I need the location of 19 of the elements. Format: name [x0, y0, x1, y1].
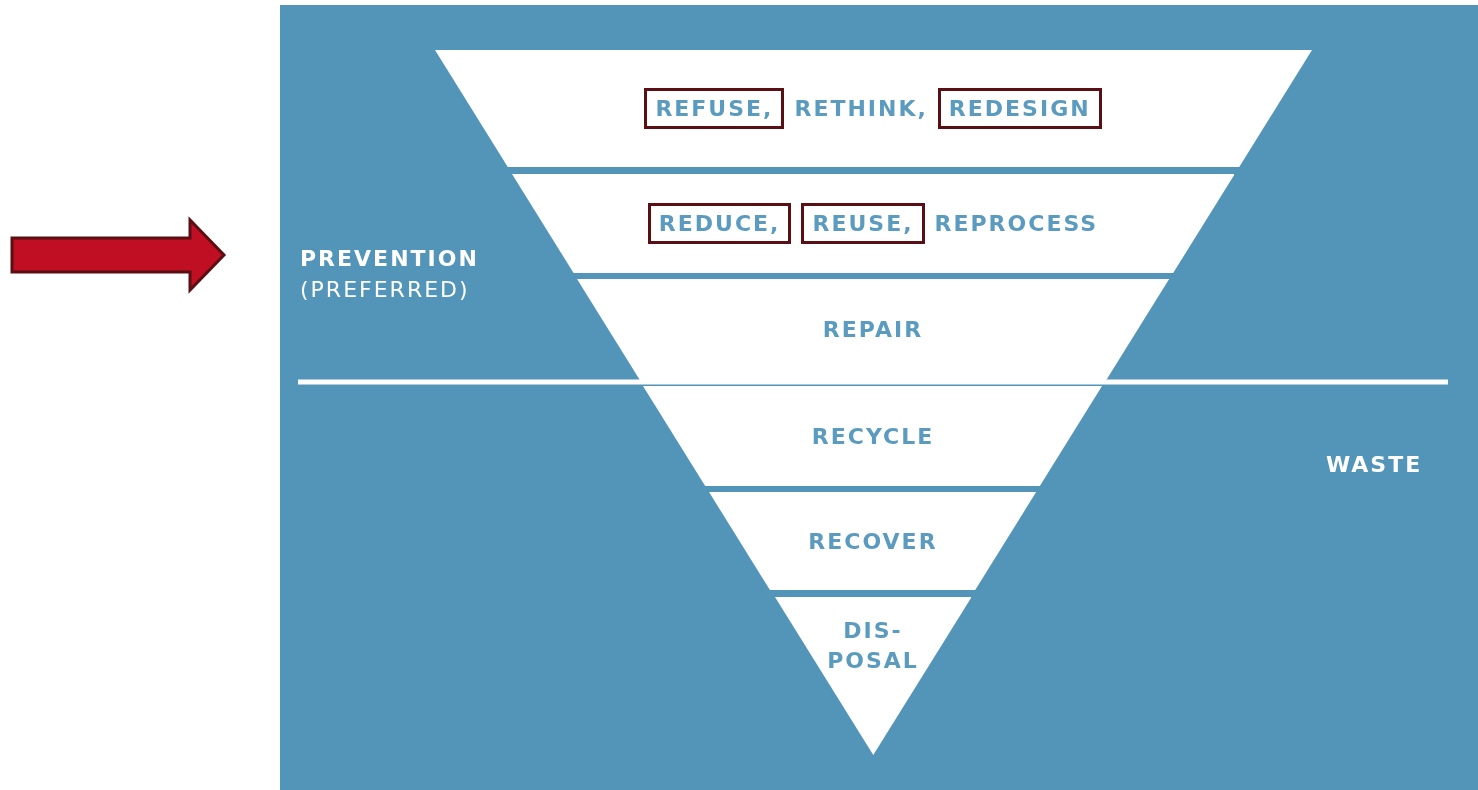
tier-label: DIS- POSAL	[826, 617, 920, 675]
tier-label: RECYCLE	[811, 423, 935, 449]
pyramid-tier	[576, 279, 1170, 380]
highlighted-term: REFUSE,	[644, 88, 785, 129]
prevention-label: PREVENTION	[300, 246, 479, 271]
pyramid-tier	[774, 597, 972, 755]
pyramid-tier	[643, 386, 1103, 486]
highlighted-term: REDUCE,	[647, 203, 792, 244]
highlighted-term: REUSE,	[801, 203, 925, 244]
tier-label: RETHINK,	[794, 96, 928, 121]
tier-label: REPROCESS	[934, 211, 1099, 236]
tier-label: REPAIR	[822, 317, 924, 342]
pyramid-tier	[434, 50, 1312, 167]
pyramid-tier	[511, 174, 1235, 273]
highlighted-term: REDESIGN	[937, 88, 1102, 129]
pyramid-tier	[709, 492, 1037, 590]
tier-label: RECOVER	[808, 528, 938, 554]
prevention-label: (PREFERRED)	[300, 277, 470, 302]
waste-label: WASTE	[1326, 452, 1423, 477]
